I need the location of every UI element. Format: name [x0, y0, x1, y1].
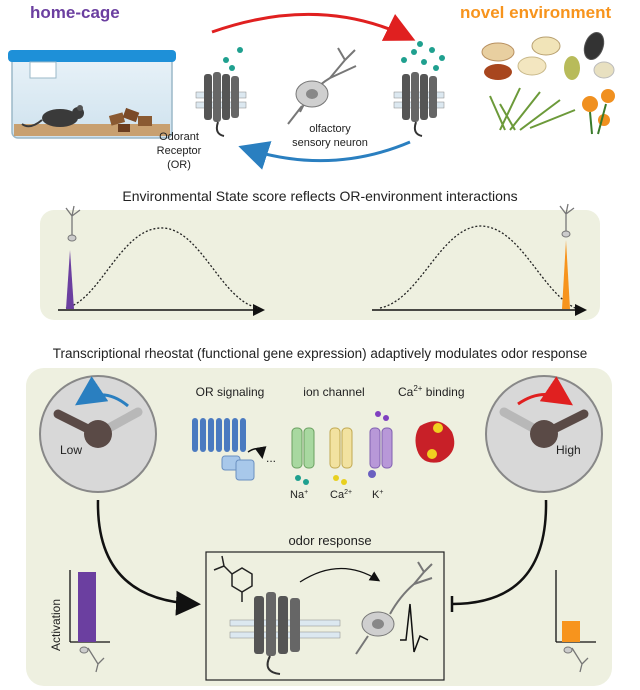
low-to-response-arrow — [96, 499, 201, 616]
ca-binding-label: Ca2+ binding — [398, 384, 465, 399]
home-cage-illustration — [8, 50, 176, 139]
distribution-right — [372, 203, 587, 316]
novel-environment-illustration — [481, 31, 615, 135]
odor-response-box — [205, 551, 445, 681]
ion-channel-label: ion channel — [303, 385, 364, 399]
novel-environment-label: novel environment — [460, 3, 611, 22]
rheostat-title: Transcriptional rheostat (functional gen… — [53, 346, 588, 361]
k-ion-label: K+ — [372, 489, 383, 501]
ellipsis-text: ... — [266, 451, 276, 465]
home-cage-label: home-cage — [30, 3, 120, 22]
odorant-receptor-left — [195, 47, 247, 137]
dial-low-label: Low — [60, 443, 82, 457]
dial-high — [485, 375, 603, 493]
na-channel-icon — [291, 427, 315, 485]
k-channel-icon — [368, 411, 393, 478]
environmental-state-title: Environmental State score reflects OR-en… — [122, 188, 517, 204]
activation-bar-novel-environment — [562, 621, 580, 642]
receptor-label-1: Odorant — [159, 131, 199, 143]
activation-bar-home-cage — [78, 572, 96, 642]
ca-binding-protein-icon — [415, 421, 455, 463]
dial-high-label: High — [556, 443, 581, 457]
ca-channel-icon — [329, 427, 353, 485]
home-cage-peak — [66, 250, 74, 309]
or-signaling-icon — [192, 418, 267, 481]
response-arrow — [299, 567, 381, 583]
odorant-molecule-icon — [213, 555, 253, 602]
odorant-receptor-bottom — [229, 592, 341, 675]
odorant-receptor-right — [393, 41, 445, 137]
neuron-label-2: sensory neuron — [292, 137, 368, 149]
activation-chart-right — [555, 570, 596, 673]
or-signaling-label: OR signaling — [196, 385, 265, 399]
olfactory-neuron-icon — [287, 47, 357, 125]
odor-response-label: odor response — [288, 533, 371, 548]
distribution-left — [58, 205, 265, 316]
receptor-label-2: Receptor — [157, 145, 202, 157]
na-ion-label: Na+ — [290, 489, 308, 501]
neuron-label-1: olfactory — [309, 123, 351, 135]
activation-axis-label: Activation — [49, 599, 63, 651]
dial-low — [39, 375, 157, 493]
rheostat-panel — [26, 368, 612, 686]
novel-environment-peak — [562, 240, 570, 309]
high-to-response-inhibit — [451, 499, 548, 606]
activation-chart-left — [69, 570, 110, 673]
ca-ion-label: Ca2+ — [330, 489, 352, 501]
receptor-label-3: (OR) — [167, 159, 191, 171]
environmental-state-panel — [40, 210, 600, 320]
blue-curved-arrow — [238, 140, 411, 170]
red-curved-arrow — [211, 12, 416, 41]
response-neuron-icon — [355, 561, 433, 655]
